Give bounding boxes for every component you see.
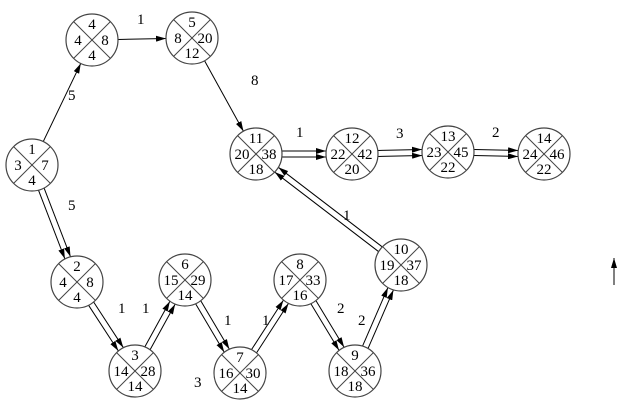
edge-1-2: 5: [38, 188, 76, 259]
node-left: 16: [219, 366, 235, 382]
node-right: 42: [358, 147, 373, 163]
node-bottom: 18: [394, 273, 409, 289]
edge-duration-label: 1: [137, 12, 145, 28]
node-id: 2: [73, 259, 81, 275]
node-id: 9: [351, 348, 359, 364]
node-bottom: 4: [28, 173, 36, 189]
edge-duration-label: 2: [337, 301, 345, 317]
node-bottom: 14: [128, 379, 144, 395]
node-bottom: 4: [88, 48, 96, 64]
edge-11-12: 1: [282, 125, 326, 160]
node-bottom: 14: [233, 381, 249, 397]
edge-duration-label: 1: [262, 313, 270, 329]
node-left: 23: [427, 145, 442, 161]
node-right: 28: [141, 364, 156, 380]
node-left: 17: [279, 273, 295, 289]
edge-3-6: 1: [142, 301, 176, 350]
edge-1-4: 5: [42, 63, 82, 142]
edge-duration-label: 2: [358, 313, 366, 329]
node-bottom: 18: [348, 379, 363, 395]
node-left: 14: [114, 364, 130, 380]
node-right: 7: [41, 158, 49, 174]
node-id: 14: [537, 131, 553, 147]
node-id: 4: [88, 17, 96, 33]
node-left: 15: [164, 273, 179, 289]
node-right: 36: [361, 364, 377, 380]
edge-5-11: 8: [204, 60, 259, 132]
node-bottom: 22: [537, 162, 552, 178]
node-left: 22: [331, 147, 346, 163]
edge-duration-label: 8: [251, 73, 259, 89]
node-right: 8: [101, 33, 109, 49]
node-right: 38: [262, 147, 277, 163]
node-left: 3: [14, 158, 22, 174]
node-id: 12: [345, 131, 360, 147]
node-id: 5: [188, 15, 196, 31]
node-right: 8: [86, 275, 94, 291]
node-id: 10: [394, 242, 409, 258]
node-right: 46: [550, 147, 566, 163]
node-id: 3: [131, 348, 139, 364]
node-left: 19: [380, 258, 395, 274]
node-id: 1: [28, 142, 36, 158]
node-id: 7: [236, 350, 244, 366]
edge-duration-label: 5: [68, 198, 76, 214]
node-left: 4: [59, 275, 67, 291]
edge-duration-label: 1: [142, 301, 150, 317]
node-1: 13 74: [5, 138, 59, 192]
node-id: 13: [441, 129, 456, 145]
edge-10-11: 1: [274, 167, 383, 252]
edge-duration-label: 1: [118, 301, 126, 317]
edge-9-10: 2: [358, 287, 394, 349]
edge-2-3: 1: [88, 301, 126, 352]
node-right: 20: [198, 31, 213, 47]
edge-duration-label: 2: [492, 125, 500, 141]
node-right: 29: [191, 273, 206, 289]
edge-duration-label: 1: [343, 208, 351, 224]
node-bottom: 4: [73, 290, 81, 306]
node-bottom: 16: [293, 288, 309, 304]
node-right: 37: [407, 258, 423, 274]
node-bottom: 22: [441, 160, 456, 176]
edge-13-14: 2: [473, 125, 519, 160]
node-id: 11: [249, 131, 263, 147]
node-right: 30: [246, 366, 261, 382]
node-id: 6: [181, 257, 189, 273]
edge-duration-label: 1: [296, 125, 304, 141]
edge-7-8: 1: [251, 299, 289, 354]
edge-duration-label: 1: [224, 313, 232, 329]
extra-label: 3: [194, 375, 202, 391]
edge-duration-label: 5: [68, 88, 76, 104]
node-left: 18: [334, 364, 349, 380]
node-left: 8: [174, 31, 182, 47]
node-left: 4: [74, 33, 82, 49]
node-id: 8: [296, 257, 304, 273]
node-bottom: 18: [249, 162, 264, 178]
node-right: 33: [306, 273, 321, 289]
node-bottom: 14: [178, 288, 194, 304]
node-bottom: 20: [345, 162, 360, 178]
edge-8-9: 2: [310, 300, 345, 351]
node-left: 20: [235, 147, 250, 163]
node-left: 24: [523, 147, 539, 163]
node-bottom: 12: [185, 46, 200, 62]
edge-4-5: 1: [117, 12, 167, 42]
node-right: 45: [454, 145, 469, 161]
edge-12-13: 3: [377, 126, 423, 159]
edge-6-7: 1: [195, 300, 232, 353]
edge-duration-label: 3: [396, 126, 404, 142]
